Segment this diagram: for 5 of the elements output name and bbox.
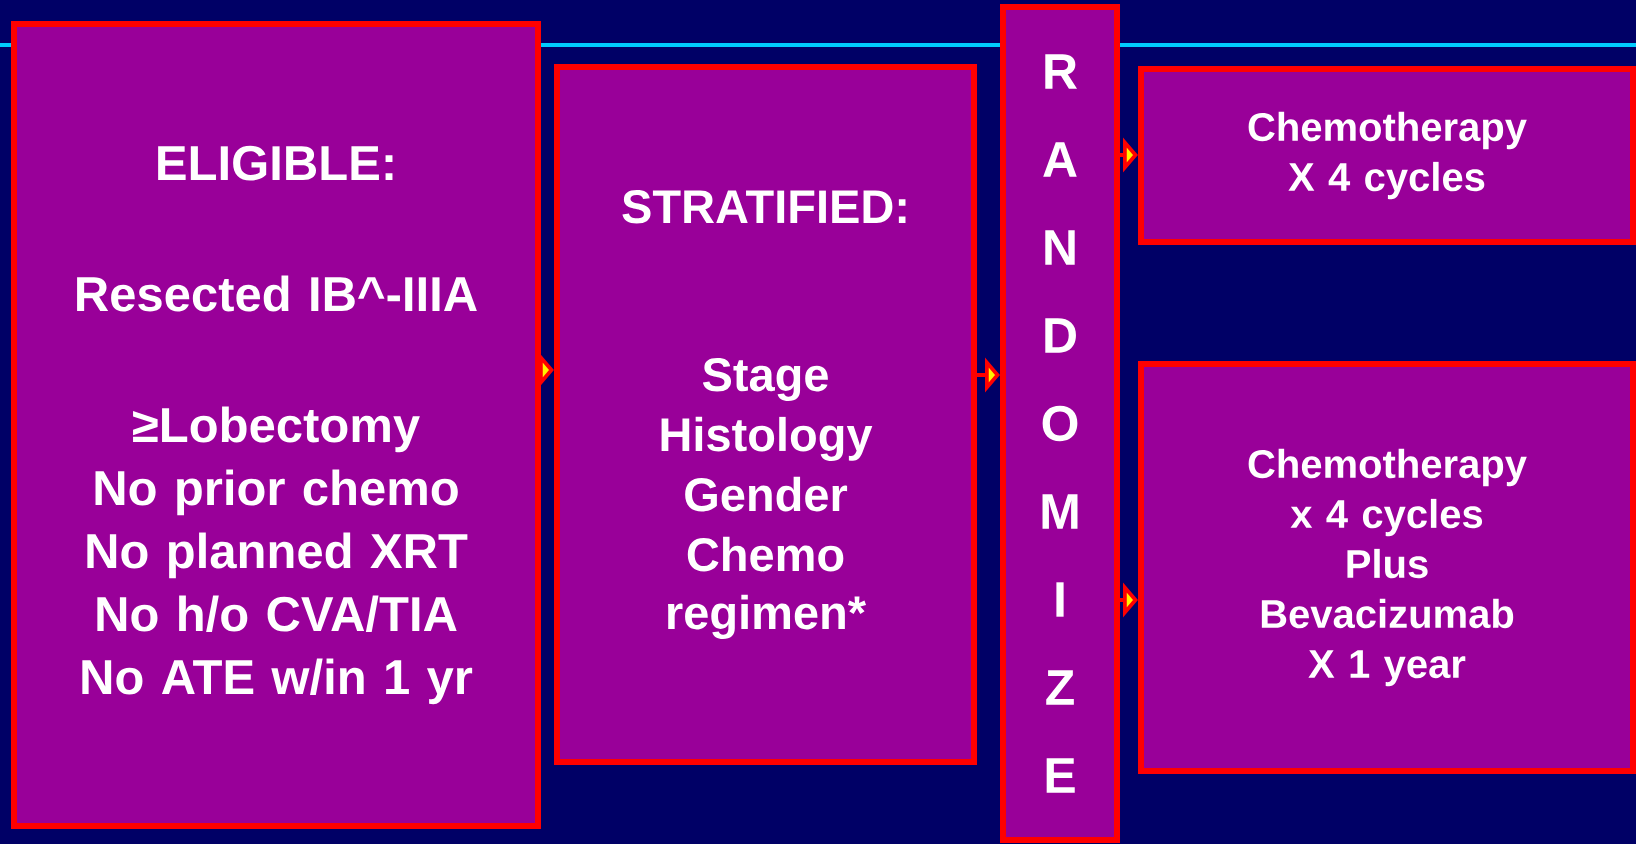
arm-box: Chemotherapy x 4 cycles Plus Bevacizumab X 1 year [1138,361,1636,774]
arm-box: Chemotherapy X 4 cycles [1138,66,1636,245]
randomize-bar: RANDOMIZE [1000,4,1120,843]
criteria-box: STRATIFIED: Stage Histology Gender Chemo regimen* [554,64,977,765]
criteria-box: ELIGIBLE: Resected IB^-IIIA ≥Lobectomy No prior chemo No planned XRT No h/o CVA/TIA No ATE w/in 1 yr [11,21,541,829]
